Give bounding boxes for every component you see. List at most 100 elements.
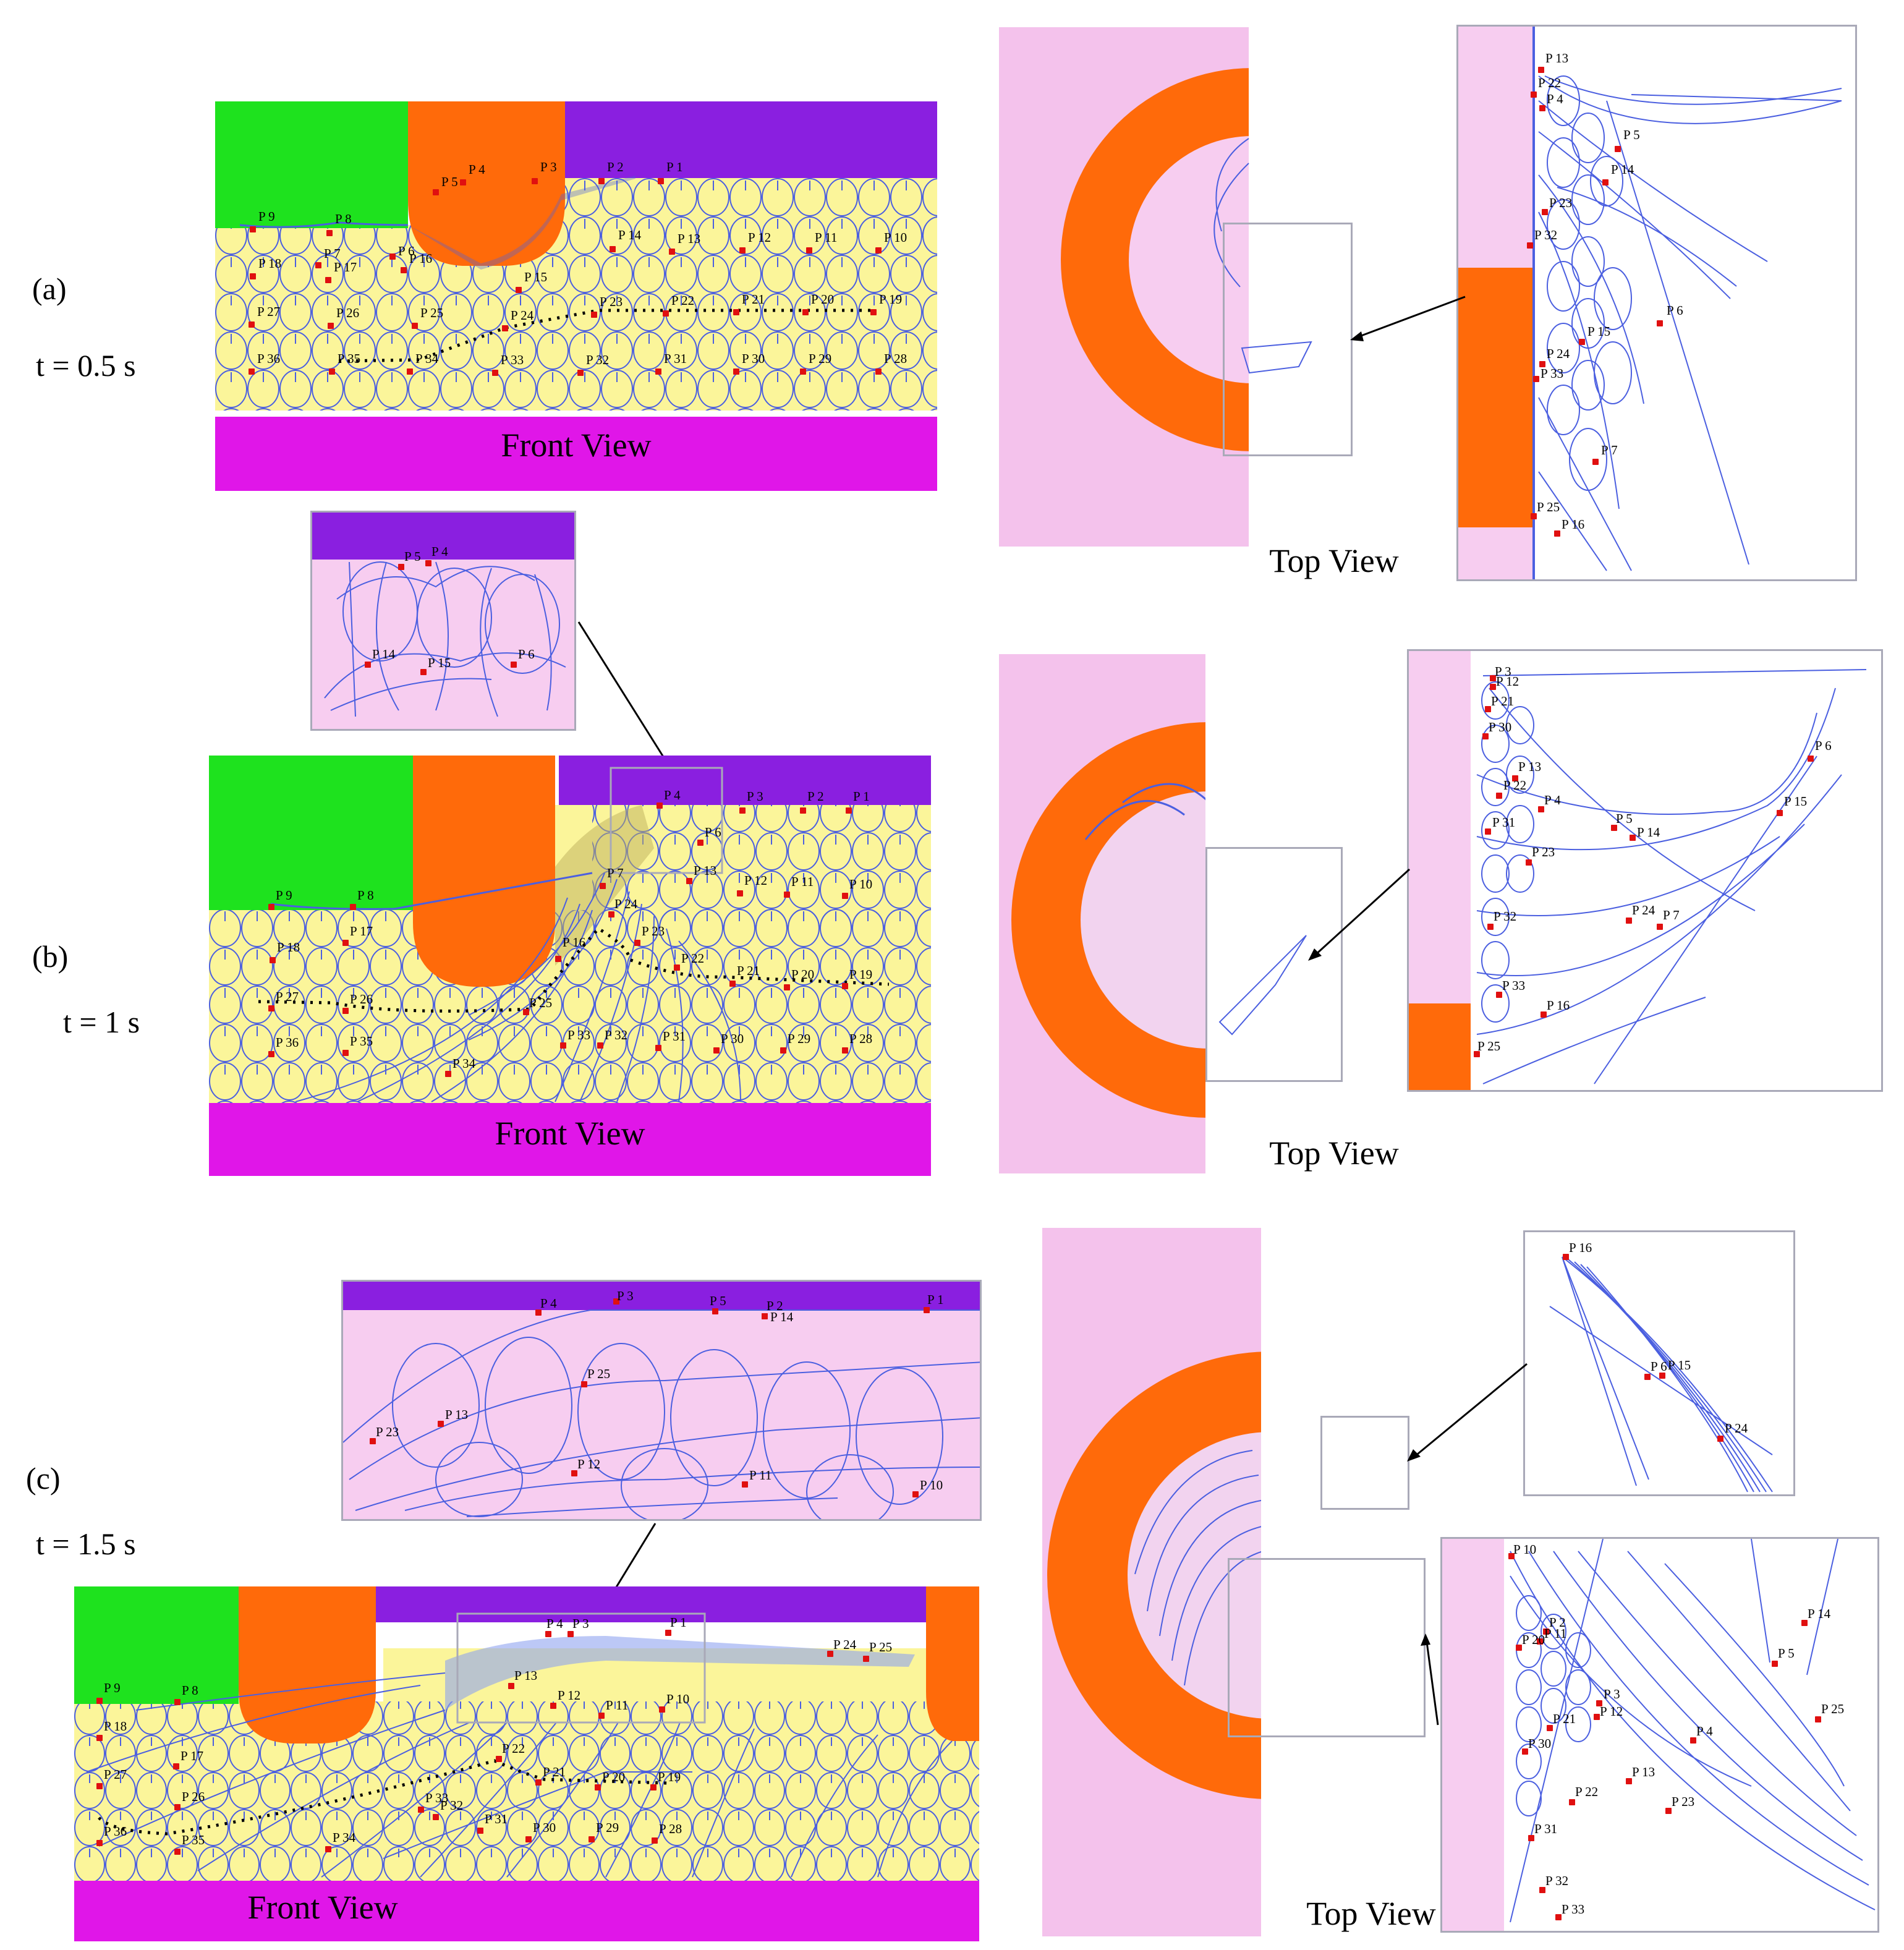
point-label: P 22 [1538, 75, 1562, 90]
marker-point [1644, 1374, 1651, 1380]
point-label: P 13 [1518, 759, 1542, 774]
marker-point [96, 1698, 103, 1704]
marker-point [1626, 1778, 1632, 1784]
marker-point [425, 560, 431, 566]
marker-point [315, 262, 321, 268]
point-label: P 33 [567, 1028, 591, 1042]
point-label: P 25 [1821, 1701, 1845, 1716]
base-block [215, 417, 937, 491]
marker-point [1717, 1436, 1723, 1442]
base-block [209, 1103, 931, 1176]
point-label: P 33 [1541, 366, 1564, 381]
marker-point [350, 904, 356, 910]
point-label: P 4 [1696, 1724, 1713, 1739]
front-view-caption: Front View [495, 1115, 645, 1152]
arrow-b-inset [577, 621, 671, 770]
point-label: P 13 [1545, 51, 1569, 66]
point-label: P 11 [749, 1468, 772, 1483]
marker-point [1657, 924, 1663, 930]
point-label: P 29 [788, 1031, 811, 1046]
marker-point [1526, 859, 1532, 866]
point-label: P 36 [276, 1035, 299, 1050]
point-label: P 30 [721, 1031, 744, 1046]
point-label: P 12 [748, 230, 771, 245]
marker-point [1592, 459, 1599, 465]
point-label: P 12 [1600, 1704, 1623, 1719]
point-label: P 25 [1477, 1039, 1501, 1054]
top-view-b-edge [1205, 654, 1215, 1173]
point-label: P 11 [1544, 1626, 1567, 1641]
point-label: P 29 [809, 351, 832, 366]
marker-point [270, 957, 276, 963]
point-label: P 30 [533, 1820, 556, 1835]
front-view-c: Front View [74, 1586, 979, 1941]
point-label: P 27 [104, 1767, 127, 1782]
marker-point [174, 1699, 181, 1705]
top-zoom-b-drawing [1409, 651, 1867, 1090]
point-label: P 6 [518, 647, 535, 662]
purple-block [565, 101, 937, 178]
top-view-b [999, 654, 1209, 1173]
point-label: P 8 [335, 211, 352, 226]
marker-point [827, 1651, 833, 1657]
point-label: P 23 [1532, 845, 1555, 859]
marker-point [173, 1763, 179, 1769]
marker-point [1538, 67, 1544, 73]
point-label: P 35 [350, 1034, 373, 1049]
marker-point [589, 1836, 595, 1842]
marker-point [1527, 242, 1533, 249]
row-label-c: (c) [26, 1461, 61, 1496]
marker-point [1630, 835, 1636, 841]
marker-point [655, 368, 661, 375]
point-label: P 4 [540, 1296, 557, 1311]
marker-point [1541, 1011, 1547, 1018]
marker-point [325, 277, 331, 283]
point-label: P 22 [1503, 778, 1527, 793]
point-label: P 3 [1604, 1687, 1620, 1701]
marker-point [342, 940, 349, 946]
marker-point [365, 662, 371, 668]
marker-point [742, 1481, 748, 1488]
marker-point [739, 807, 746, 814]
point-label: P 18 [277, 940, 300, 955]
point-label: P 13 [694, 863, 717, 878]
purple-block [559, 756, 931, 805]
front-view-b: Front View [209, 756, 931, 1176]
point-label: P 26 [182, 1789, 205, 1804]
marker-point [477, 1828, 483, 1834]
marker-point [1659, 1373, 1665, 1379]
marker-point [665, 1630, 671, 1636]
marker-point [418, 1807, 424, 1813]
point-label: P 6 [1667, 303, 1683, 318]
marker-point [613, 1298, 619, 1305]
purple-block [376, 1586, 926, 1622]
point-label: P 5 [1778, 1646, 1795, 1661]
point-label: P 25 [587, 1366, 611, 1381]
zoom-box-b-mesh [1218, 935, 1307, 1036]
marker-point [1569, 1799, 1575, 1805]
marker-point [525, 1836, 532, 1842]
marker-point [1815, 1716, 1821, 1722]
marker-point [800, 368, 806, 375]
front-inset-b-drawing [312, 513, 574, 717]
marker-point [1542, 209, 1548, 215]
point-label: P 18 [104, 1719, 127, 1734]
point-label: P 10 [666, 1692, 690, 1706]
top-view-caption: Top View [1306, 1895, 1436, 1932]
marker-point [842, 893, 848, 899]
point-label: P 8 [182, 1683, 198, 1698]
marker-point [96, 1783, 103, 1789]
top-view-c-drawing [1042, 1228, 1271, 1936]
point-label: P 21 [742, 292, 765, 307]
top-view-caption: Top View [1269, 1135, 1399, 1172]
arrow-a [1350, 296, 1466, 341]
point-label: P 19 [849, 967, 873, 982]
point-label: P 4 [431, 544, 448, 559]
point-label: P 2 [1549, 1615, 1566, 1630]
point-label: P 3 [617, 1288, 634, 1303]
marker-point [1596, 1700, 1602, 1706]
marker-point [1615, 146, 1621, 152]
marker-point [634, 940, 640, 946]
marker-point [762, 1313, 768, 1319]
point-label: P 23 [642, 924, 665, 939]
